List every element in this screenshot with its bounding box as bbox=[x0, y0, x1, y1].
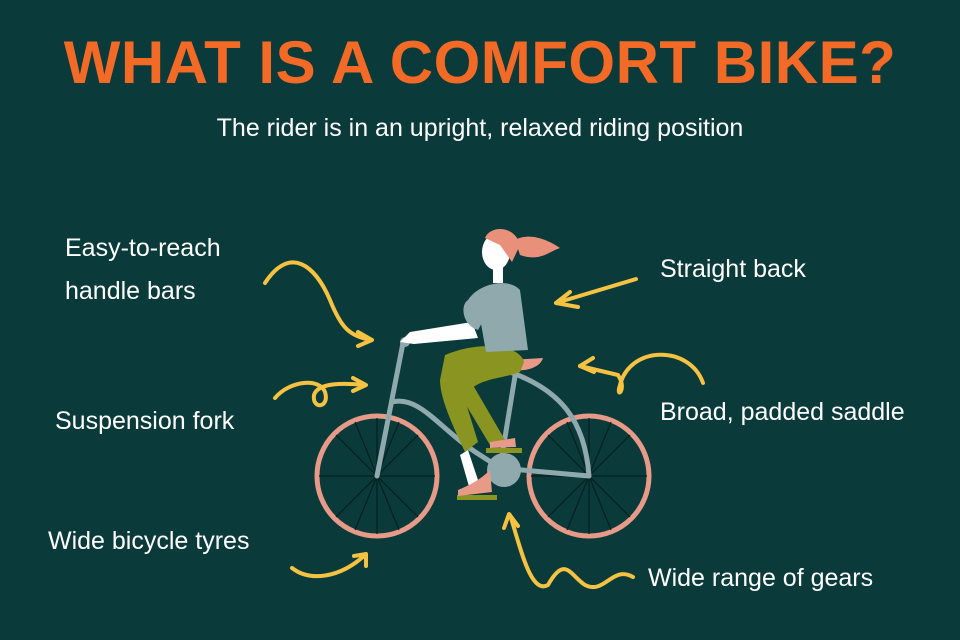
label-gears: Wide range of gears bbox=[648, 564, 874, 592]
bicycle-icon bbox=[314, 337, 652, 539]
label-handle-bars-line2: handle bars bbox=[65, 277, 196, 305]
label-straight-back: Straight back bbox=[660, 255, 806, 283]
label-wide-tyres: Wide bicycle tyres bbox=[48, 527, 250, 555]
arrow-handle-bars-icon bbox=[263, 260, 374, 348]
arrow-straight-back-icon bbox=[554, 277, 638, 309]
arrow-gears-icon bbox=[502, 512, 635, 589]
label-saddle: Broad, padded saddle bbox=[660, 398, 905, 426]
arrow-wide-tyres-icon bbox=[290, 552, 368, 579]
arrow-suspension-fork-icon bbox=[273, 376, 368, 408]
rider-icon bbox=[400, 228, 560, 496]
page-title: WHAT IS A COMFORT BIKE? bbox=[63, 29, 897, 96]
label-suspension-fork: Suspension fork bbox=[55, 407, 235, 435]
label-handle-bars-line1: Easy-to-reach bbox=[65, 234, 221, 262]
subtitle: The rider is in an upright, relaxed ridi… bbox=[216, 114, 744, 142]
arrow-saddle-icon bbox=[578, 352, 705, 395]
hair-icon bbox=[485, 228, 520, 262]
